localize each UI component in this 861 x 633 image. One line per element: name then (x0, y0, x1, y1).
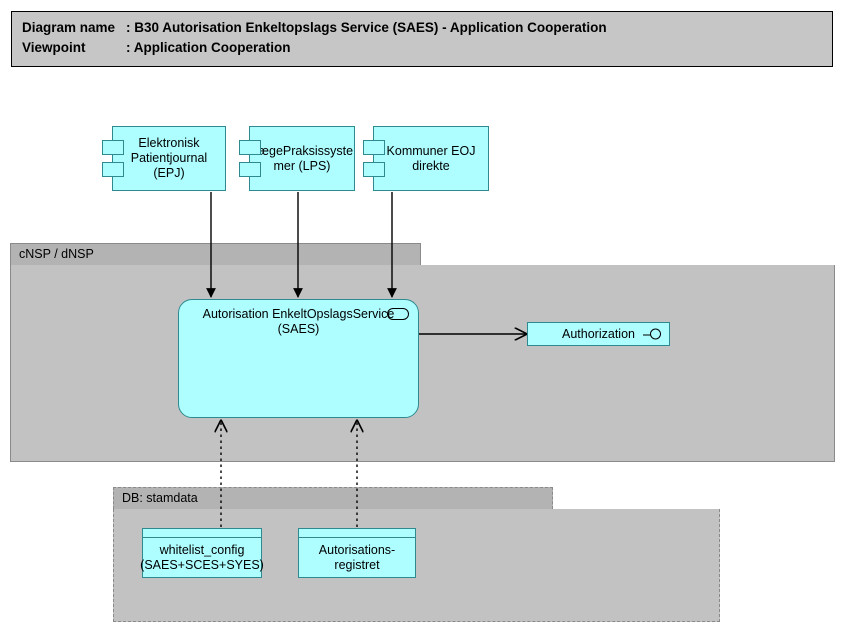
diagram-name-line: Diagram name: B30 Autorisation Enkeltops… (22, 18, 832, 38)
component-elektronisk-patientjournal[interactable]: Elektronisk Patientjournal (EPJ) (102, 126, 226, 191)
component-laegepraksissystemer-lps[interactable]: LægePraksissyste mer (LPS) (239, 126, 355, 191)
application-service-label: Autorisation EnkeltOpslagsService (SAES) (202, 307, 395, 336)
diagram-name-separator: : (126, 20, 135, 35)
lollipop-ball (650, 328, 661, 340)
lollipop-stem (643, 334, 651, 335)
viewpoint-key: Viewpoint (22, 40, 86, 55)
component-label: LægePraksissyste mer (LPS) (250, 143, 354, 173)
group-stamdata-label: DB: stamdata (122, 491, 198, 506)
data-object-header-band (143, 529, 261, 538)
data-object-label: whitelist_config (SAES+SCES+SYES) (140, 542, 264, 572)
uml-component-icon-bottom (363, 162, 385, 177)
component-kommuner-eoj-direkte[interactable]: Kommuner EOJ direkte (363, 126, 489, 191)
diagram-name-value: B30 Autorisation Enkeltopslags Service (… (134, 20, 607, 35)
group-cnsp-body (10, 265, 835, 462)
application-service-saes[interactable]: Autorisation EnkeltOpslagsService (SAES) (178, 299, 419, 418)
application-interface-label: Authorization (562, 326, 635, 341)
uml-component-icon-top (239, 140, 261, 155)
uml-component-icon-top (363, 140, 385, 155)
group-stamdata-header: DB: stamdata (113, 487, 553, 509)
data-object-label: Autorisations- registret (318, 542, 396, 572)
viewpoint-value: Application Cooperation (133, 40, 291, 55)
group-cnsp-label: cNSP / dNSP (19, 247, 94, 262)
diagram-title-block: Diagram name: B30 Autorisation Enkeltops… (11, 11, 833, 67)
group-cnsp-header: cNSP / dNSP (10, 243, 421, 265)
data-object-header-band (299, 529, 415, 538)
component-label: Kommuner EOJ direkte (386, 143, 476, 173)
viewpoint-separator: : (126, 40, 134, 55)
data-object-autorisationsregistret[interactable]: Autorisations- registret (298, 528, 416, 578)
application-service-icon (387, 308, 409, 320)
data-object-whitelist-config[interactable]: whitelist_config (SAES+SCES+SYES) (140, 528, 264, 578)
diagram-name-key: Diagram name (22, 20, 116, 35)
uml-component-icon-top (102, 140, 124, 155)
uml-component-icon-bottom (102, 162, 124, 177)
viewpoint-line: Viewpoint: Application Cooperation (22, 38, 832, 58)
uml-component-icon-bottom (239, 162, 261, 177)
application-interface-authorization[interactable]: Authorization (527, 322, 670, 346)
component-label: Elektronisk Patientjournal (EPJ) (130, 136, 208, 180)
lollipop-interface-icon (643, 328, 661, 340)
